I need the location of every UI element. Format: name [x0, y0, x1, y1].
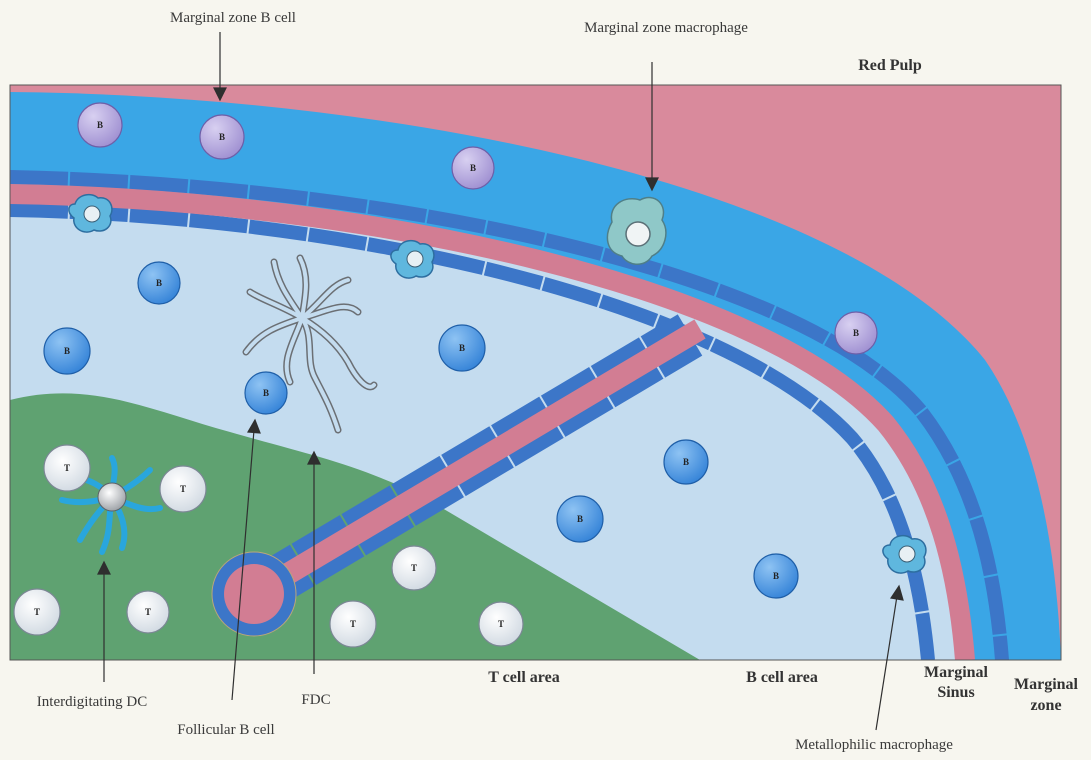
follicular-b-cell-letter: B	[683, 457, 689, 467]
mz-b-cell-letter: B	[853, 328, 859, 338]
t-cell-letter: T	[180, 484, 186, 494]
follicular-b-cell: B	[439, 325, 485, 371]
mz-b-cell: B	[835, 312, 877, 354]
mz-b-cell: B	[78, 103, 122, 147]
follicular-b-cell: B	[138, 262, 180, 304]
mz-b-cell-letter: B	[97, 120, 103, 130]
follicular-b-cell-letter: B	[156, 278, 162, 288]
follicular-b-cell-letter: B	[577, 514, 583, 524]
t-cell-letter: T	[350, 619, 356, 629]
follicular-b-cell-letter: B	[773, 571, 779, 581]
t-cell-letter: T	[145, 607, 151, 617]
t-cell: T	[44, 445, 90, 491]
t-cell: T	[392, 546, 436, 590]
label-marginal-zone-b-cell: Marginal zone B cell	[170, 10, 296, 26]
follicular-b-cell-letter: B	[459, 343, 465, 353]
label-marginal-zone-macrophage: Marginal zone macrophage	[584, 20, 748, 36]
label-marginal-zone-line2: zone	[1030, 697, 1061, 714]
label-marginal-sinus-line1: Marginal	[924, 664, 989, 681]
label-t-cell-area: T cell area	[488, 669, 559, 686]
follicular-b-cell: B	[245, 372, 287, 414]
label-b-cell-area: B cell area	[746, 669, 818, 686]
t-cell-letter: T	[411, 563, 417, 573]
mz-b-cell-letter: B	[470, 163, 476, 173]
t-cell: T	[14, 589, 60, 635]
t-cell: T	[127, 591, 169, 633]
label-marginal-zone-line1: Marginal	[1014, 676, 1079, 693]
mz-b-cell: B	[200, 115, 244, 159]
follicular-b-cell-letter: B	[263, 388, 269, 398]
label-metallophilic-macrophage: Metallophilic macrophage	[795, 737, 953, 753]
central-arteriole-end-lumen	[224, 564, 284, 624]
follicular-b-cell: B	[557, 496, 603, 542]
label-marginal-sinus-line2: Sinus	[937, 684, 974, 701]
follicular-b-cell: B	[664, 440, 708, 484]
t-cell-letter: T	[498, 619, 504, 629]
label-red-pulp: Red Pulp	[858, 57, 922, 74]
label-interdigitating-dc: Interdigitating DC	[37, 694, 147, 710]
follicular-b-cell-letter: B	[64, 346, 70, 356]
follicular-b-cell: B	[754, 554, 798, 598]
t-cell: T	[160, 466, 206, 512]
t-cell: T	[479, 602, 523, 646]
label-fdc: FDC	[301, 692, 330, 708]
t-cell-letter: T	[34, 607, 40, 617]
mz-b-cell: B	[452, 147, 494, 189]
label-follicular-b-cell: Follicular B cell	[177, 722, 274, 738]
follicular-b-cell: B	[44, 328, 90, 374]
t-cell: T	[330, 601, 376, 647]
t-cell-letter: T	[64, 463, 70, 473]
mz-b-cell-letter: B	[219, 132, 225, 142]
